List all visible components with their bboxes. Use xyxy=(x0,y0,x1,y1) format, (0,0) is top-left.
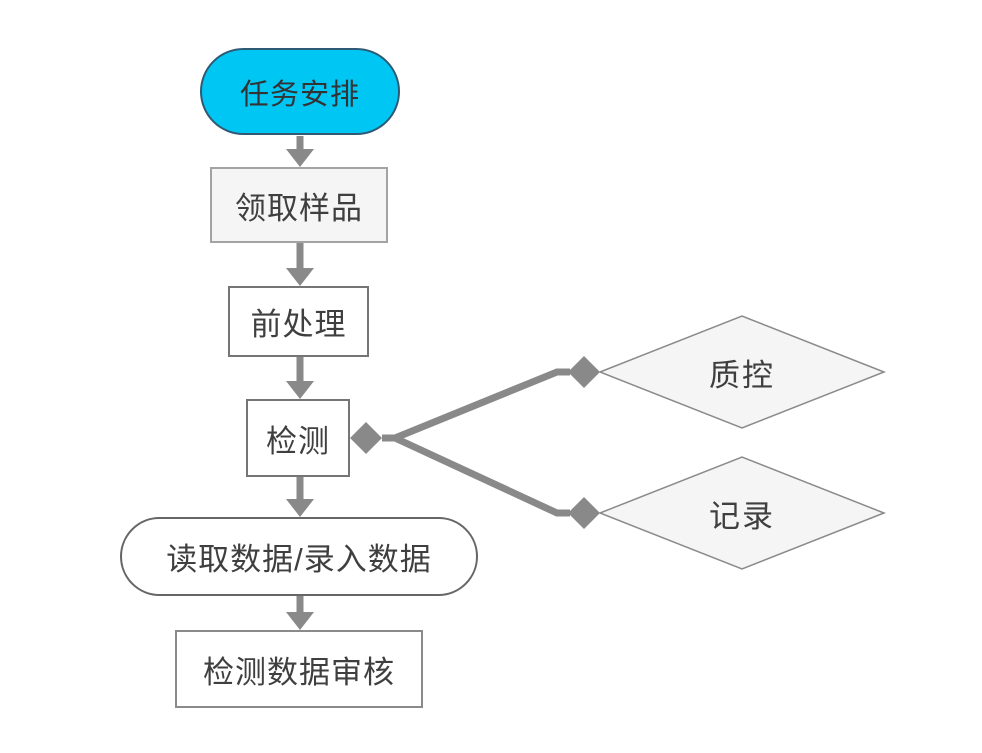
node-data-review-label: 检测数据审核 xyxy=(203,654,395,690)
edge-pretreat-to-detect xyxy=(286,357,314,399)
edge-data-to-review xyxy=(286,596,314,630)
node-task-assignment-label: 任务安排 xyxy=(239,78,360,111)
node-shape-record xyxy=(597,456,887,570)
branch-arrow-diamond-record xyxy=(568,497,600,529)
branch-source-diamond xyxy=(350,422,382,454)
node-record-label: 记录 xyxy=(709,498,775,534)
node-collect-sample-label: 领取样品 xyxy=(235,190,363,226)
branch-arrow-diamond-qc xyxy=(568,356,600,388)
edge-detect-branch xyxy=(350,356,600,529)
edge-detect-to-data xyxy=(286,477,314,517)
node-shape-qc xyxy=(597,315,887,429)
edge-sample-to-pretreat xyxy=(286,243,314,286)
node-quality-control-label: 质控 xyxy=(709,357,775,393)
node-task-assignment: 任务安排 xyxy=(200,48,400,135)
node-pretreatment-label: 前处理 xyxy=(250,307,347,342)
node-collect-sample: 领取样品 xyxy=(210,167,388,243)
node-read-enter-data: 读取数据/录入数据 xyxy=(120,517,478,596)
node-record: 记录 xyxy=(642,483,842,543)
node-quality-control: 质控 xyxy=(642,342,842,402)
node-data-review: 检测数据审核 xyxy=(175,630,423,708)
node-pretreatment: 前处理 xyxy=(228,286,369,357)
node-detection: 检测 xyxy=(246,399,350,477)
node-detection-label: 检测 xyxy=(266,423,330,459)
edge-task-to-sample xyxy=(286,136,314,167)
node-read-enter-data-label: 读取数据/录入数据 xyxy=(166,542,432,577)
